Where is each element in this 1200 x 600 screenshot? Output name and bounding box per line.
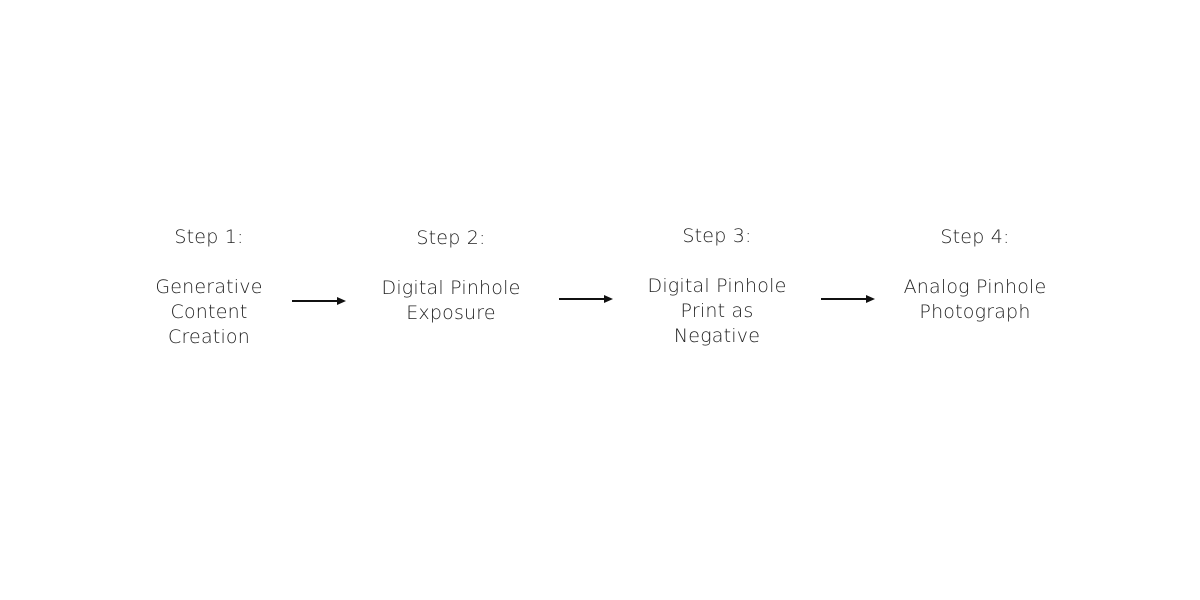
- step-1-heading: Step 1:: [174, 226, 244, 248]
- step-3-node: Step 3: Digital Pinhole Print as Negativ…: [627, 224, 807, 349]
- step-4-label: Analog Pinhole Photograph: [903, 276, 1047, 323]
- step-2-heading: Step 2:: [416, 227, 486, 249]
- step-2-node: Step 2: Digital Pinhole Exposure: [361, 226, 541, 326]
- step-3-heading: Step 3:: [682, 225, 752, 247]
- step-3-label: Digital Pinhole Print as Negative: [647, 275, 787, 347]
- step-1-node: Step 1: Generative Content Creation: [129, 225, 289, 350]
- right-arrow-icon: [559, 293, 615, 305]
- step-1-label: Generative Content Creation: [155, 276, 263, 348]
- step-4-heading: Step 4:: [940, 226, 1010, 248]
- step-4-node: Step 4: Analog Pinhole Photograph: [885, 225, 1065, 325]
- step-2-label: Digital Pinhole Exposure: [381, 277, 521, 324]
- right-arrow-icon: [292, 295, 348, 307]
- right-arrow-icon: [821, 293, 877, 305]
